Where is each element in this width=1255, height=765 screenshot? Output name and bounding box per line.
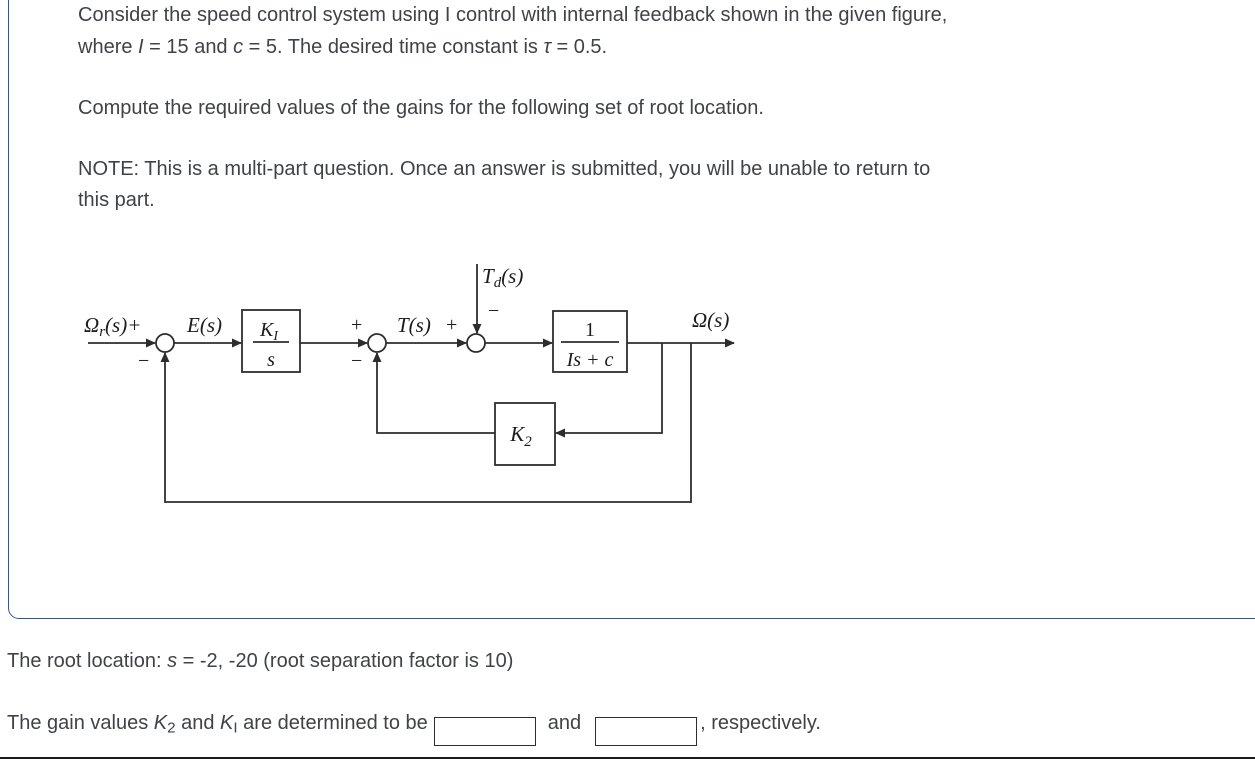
gain-ki-input[interactable] <box>595 717 698 746</box>
question-panel <box>8 0 1255 619</box>
question-text-line2: where I = 15 and c = 5. The desired time… <box>78 36 608 58</box>
root-location-line: The root location: s = -2, -20 (root sep… <box>7 650 514 672</box>
question-text-compute: Compute the required values of the gains… <box>78 97 764 119</box>
block1-denominator: s <box>267 349 275 371</box>
block2-numerator: 1 <box>585 319 595 341</box>
block2-denominator: Is + c <box>566 349 614 371</box>
minus-sign-junction1: − <box>138 350 149 372</box>
error-signal-label: E(s) <box>186 313 222 337</box>
gain-line-text: The gain values K2 and KI are determined… <box>7 712 428 737</box>
question-text-line1: Consider the speed control system using … <box>78 4 948 26</box>
input-signal-label: Ωr(s)+ <box>84 313 141 340</box>
block1-numerator: KI <box>259 319 279 344</box>
integral-gain-block <box>241 309 301 373</box>
outer-feedback-loop <box>164 343 692 503</box>
inner-feedback-loop <box>376 343 663 434</box>
gain-values-line: The gain values K2 and KI are determined… <box>7 712 821 746</box>
k2-block-label: K2 <box>509 422 532 450</box>
output-signal-label: Ω(s) <box>692 308 729 332</box>
plus-sign-junction3: + <box>446 314 457 336</box>
plus-sign-junction2: + <box>351 314 362 336</box>
respectively-label: , respectively. <box>700 712 821 734</box>
summing-junction-2 <box>367 333 387 353</box>
summing-junction-1 <box>155 333 175 353</box>
and-label: and <box>547 712 582 734</box>
arrowheads <box>146 324 735 438</box>
summing-junction-3 <box>466 333 486 353</box>
block-diagram: Ωr(s)+ E(s) T(s) Ω(s) Td(s) + + − − − KI… <box>84 264 735 503</box>
k2-gain-block <box>494 402 556 466</box>
question-note-line1: NOTE: This is a multi-part question. Onc… <box>78 158 931 180</box>
disturbance-label: Td(s) <box>482 264 523 291</box>
minus-sign-junction2: − <box>351 350 362 372</box>
gain-k2-input[interactable] <box>433 717 536 746</box>
question-note-line2: this part. <box>78 189 155 211</box>
bottom-divider <box>0 757 1255 760</box>
torque-signal-label: T(s) <box>397 313 431 337</box>
minus-sign-disturbance: − <box>488 300 499 322</box>
